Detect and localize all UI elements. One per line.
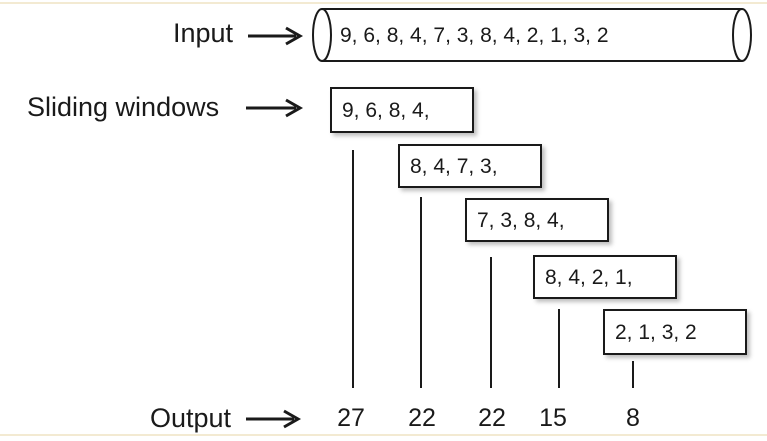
input-values: 9, 6, 8, 4, 7, 3, 8, 4, 2, 1, 3, 2	[340, 24, 609, 47]
window-box-3: 7, 3, 8, 4,	[465, 198, 609, 242]
window-box-2: 8, 4, 7, 3,	[398, 144, 542, 188]
input-arrow-icon	[248, 26, 304, 46]
connector-line-1	[352, 150, 354, 388]
top-frame-line	[0, 2, 767, 4]
connector-line-4	[558, 309, 560, 388]
input-label: Input	[173, 18, 234, 48]
output-value-3: 22	[478, 404, 506, 432]
sliding-windows-arrow-icon	[246, 98, 304, 118]
input-cylinder	[312, 8, 752, 62]
window-box-1: 9, 6, 8, 4,	[330, 87, 474, 133]
output-value-1: 27	[337, 404, 365, 432]
output-value-4: 15	[539, 404, 567, 432]
output-value-5: 8	[626, 404, 640, 432]
window-box-4: 8, 4, 2, 1,	[533, 255, 677, 299]
sliding-windows-label: Sliding windows	[27, 92, 220, 122]
output-value-2: 22	[408, 404, 436, 432]
bottom-frame-line	[0, 434, 767, 436]
window-box-5: 2, 1, 3, 2	[603, 309, 747, 355]
output-label: Output	[150, 403, 232, 433]
connector-line-2	[420, 197, 422, 388]
output-arrow-icon	[246, 409, 302, 429]
connector-line-3	[490, 257, 492, 388]
connector-line-5	[632, 361, 634, 388]
